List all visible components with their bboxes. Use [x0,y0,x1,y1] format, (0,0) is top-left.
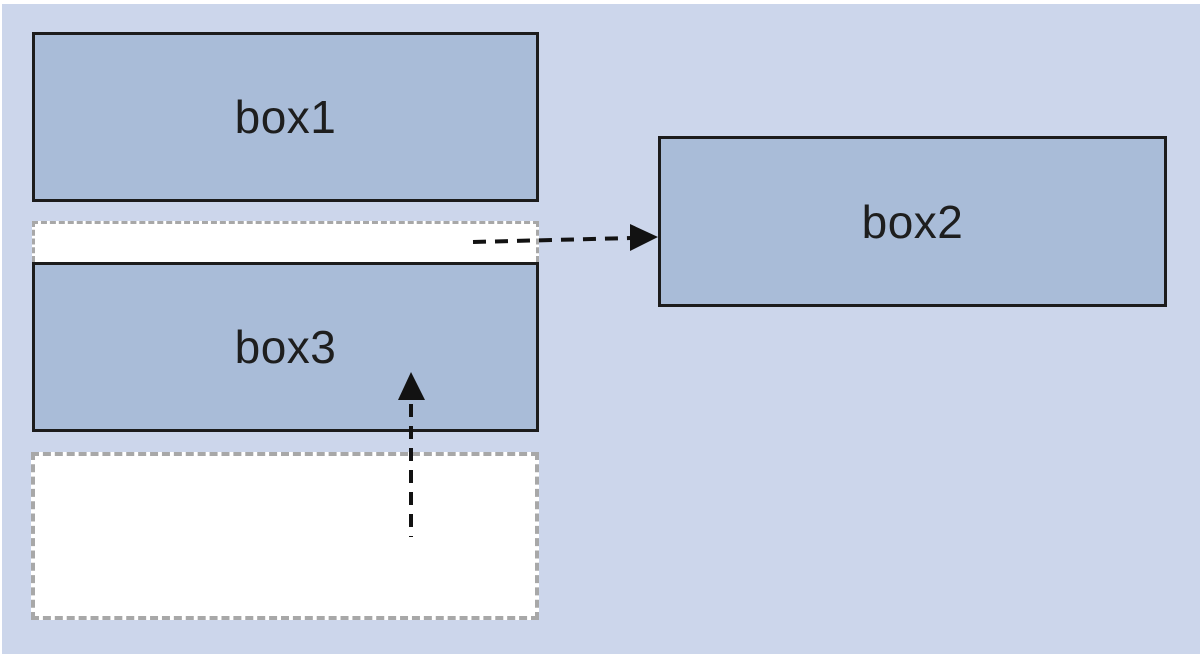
box2-label: box2 [861,195,964,248]
placeholder-empty-box [31,452,539,620]
placeholder-strip [32,221,539,262]
box1: box1 [32,32,539,202]
box1-label: box1 [234,91,337,143]
box3-label: box3 [234,321,337,373]
box3: box3 [32,262,539,432]
box2: box2 [658,136,1167,307]
